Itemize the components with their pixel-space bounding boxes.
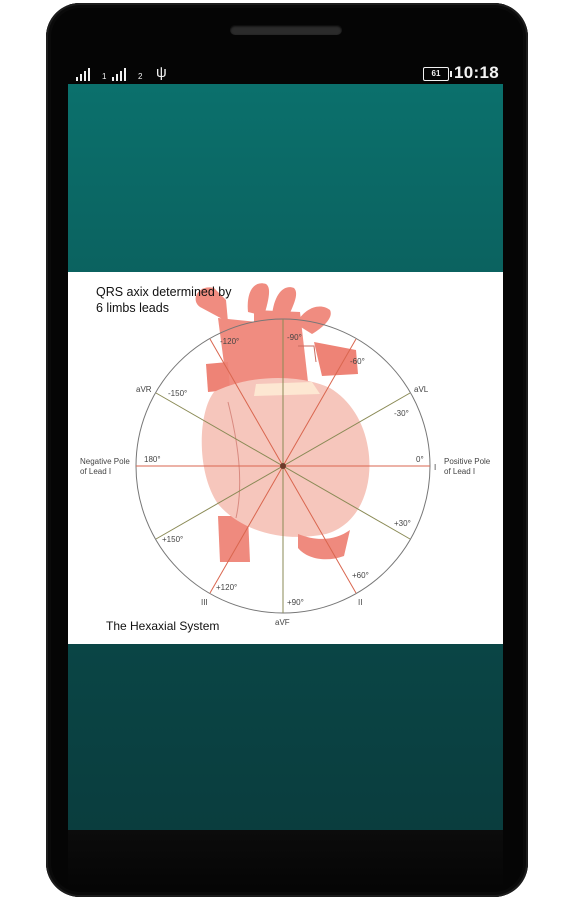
label-lead-i: I <box>434 463 436 472</box>
status-bar: 1 2 ψ 61 10:18 <box>68 61 506 87</box>
sim2-index: 2 <box>138 72 143 81</box>
label-minus-120: -120° <box>220 337 239 346</box>
label-avr: aVR <box>136 385 152 394</box>
label-avf: aVF <box>275 618 290 627</box>
app-screen: -120° -90° -60° -150° -30° 180° 0° +150°… <box>68 84 503 830</box>
label-lead-ii: II <box>358 598 362 607</box>
bottom-bezel <box>68 830 503 888</box>
usb-icon: ψ <box>156 64 167 81</box>
label-positive-pole-2: of Lead I <box>444 467 475 476</box>
label-lead-iii: III <box>201 598 208 607</box>
label-plus-120: +120° <box>216 583 237 592</box>
label-180: 180° <box>144 455 161 464</box>
signal-sim2-icon <box>112 68 126 81</box>
label-plus-30: +30° <box>394 519 411 528</box>
label-plus-90: +90° <box>287 598 304 607</box>
hexaxial-figure[interactable]: -120° -90° -60° -150° -30° 180° 0° +150°… <box>68 272 503 644</box>
figure-caption-top: QRS axix determined by 6 limbs leads <box>96 285 232 315</box>
label-negative-pole-1: Negative Pole <box>80 457 130 466</box>
label-0: 0° <box>416 455 424 464</box>
label-plus-150: +150° <box>162 535 183 544</box>
label-minus-90: -90° <box>287 333 302 342</box>
signal-sim1-icon <box>76 68 90 81</box>
heart-illustration <box>195 283 370 562</box>
battery-icon: 61 <box>423 67 452 81</box>
label-plus-60: +60° <box>352 571 369 580</box>
hexaxial-diagram: -120° -90° -60° -150° -30° 180° 0° +150°… <box>80 283 491 627</box>
label-avl: aVL <box>414 385 429 394</box>
hexaxial-axes <box>135 318 431 614</box>
label-positive-pole-1: Positive Pole <box>444 457 491 466</box>
figure-caption-bottom: The Hexaxial System <box>106 619 220 633</box>
label-negative-pole-2: of Lead I <box>80 467 111 476</box>
label-minus-60: -60° <box>350 357 365 366</box>
label-minus-30: -30° <box>394 409 409 418</box>
status-clock: 10:18 <box>454 63 499 82</box>
label-minus-150: -150° <box>168 389 187 398</box>
earpiece-speaker <box>230 25 342 35</box>
sim1-index: 1 <box>102 72 107 81</box>
